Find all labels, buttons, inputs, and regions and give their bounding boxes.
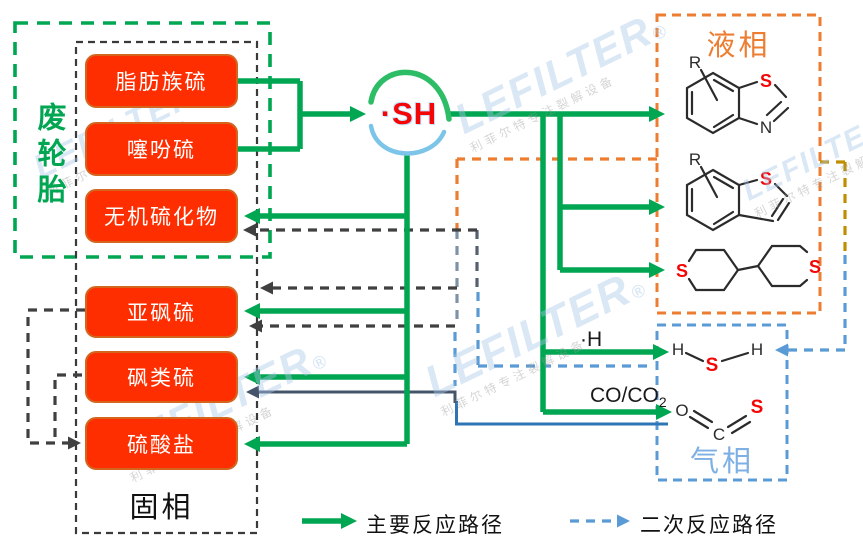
substituent-label: R: [689, 150, 701, 169]
legend-secondary-label: 二次反应路径: [640, 514, 778, 537]
solid-phase-box: [74, 40, 259, 535]
secondary-path-network: [26, 157, 847, 528]
box-label: 无机硫化物: [104, 206, 219, 229]
carbon-atom-label: C: [713, 425, 725, 444]
legend-primary-label: 主要反应路径: [366, 514, 504, 537]
liquid-phase-box: [655, 13, 822, 315]
sulfur-atom-label: S: [760, 169, 772, 189]
benzothiophene-structure: R S: [685, 150, 791, 232]
primary-path-network: [238, 78, 672, 529]
bithiane-structure: S S: [676, 244, 821, 292]
box-sulfate: 硫酸盐: [85, 417, 238, 470]
box-inorganic-sulfide: 无机硫化物: [85, 189, 238, 243]
box-sulfone-sulfur: 砜类硫: [85, 351, 238, 403]
benzothiazole-structure: R S N: [685, 53, 790, 137]
box-label: 砜类硫: [127, 367, 196, 390]
sh-radical-node: [368, 69, 452, 156]
cos-structure: O C S: [675, 397, 763, 444]
gas-phase-label: 气相: [689, 446, 754, 478]
gas-phase-box: [655, 323, 789, 482]
sulfur-atom-label: S: [751, 397, 764, 418]
substituent-label: R: [689, 53, 701, 72]
box-aliphatic-sulfur: 脂肪族硫: [85, 54, 238, 108]
h2s-structure: H S H: [672, 340, 763, 376]
hydrogen-atom-label: H: [672, 340, 684, 359]
box-label: 噻吩硫: [127, 139, 196, 162]
liquid-phase-label: 液相: [706, 30, 771, 62]
box-sulfoxide-sulfur: 亚砜硫: [85, 286, 238, 338]
box-label: 亚砜硫: [127, 302, 196, 325]
box-label: 硫酸盐: [127, 433, 196, 457]
oxygen-atom-label: O: [675, 401, 688, 420]
sh-ring-blue-arc: [368, 123, 447, 156]
sulfur-atom-label: S: [706, 355, 719, 376]
cos-to-sulfone-line: [246, 385, 668, 426]
co-co2-annotation: CO/CO2: [590, 384, 667, 411]
hydrogen-atom-label: H: [751, 340, 763, 359]
sulfur-atom-label: S: [809, 257, 821, 277]
box-label: 脂肪族硫: [115, 71, 208, 94]
h-radical-annotation: ·H: [580, 328, 603, 351]
nitrogen-atom-label: N: [760, 118, 772, 137]
sh-ring-green-arc: [368, 69, 452, 122]
waste-tire-group-box: [13, 21, 272, 259]
sh-radical-label: ·SH: [380, 96, 438, 131]
box-thiophene-sulfur: 噻吩硫: [85, 122, 238, 176]
sulfur-atom-label: S: [676, 261, 688, 281]
secondary-path-sulfone-to-sulfate: [53, 373, 82, 443]
waste-tire-label: 废轮胎: [33, 102, 65, 210]
secondary-arrow-sulfoxide-to-sulfate: [26, 308, 85, 450]
solid-phase-label: 固相: [129, 492, 194, 524]
sulfur-atom-label: S: [760, 71, 772, 91]
